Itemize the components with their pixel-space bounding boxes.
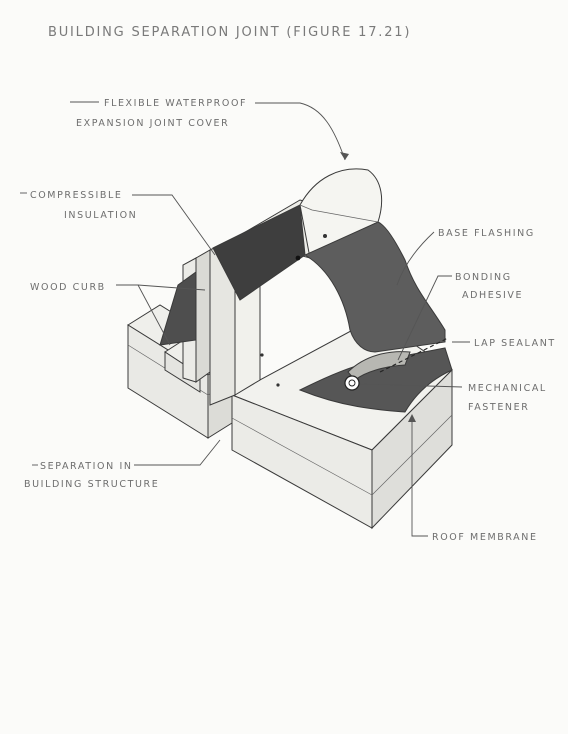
label-flexible-cover: FLEXIBLE WATERPROOF EXPANSION JOINT COVE… — [70, 98, 349, 161]
right-structure-slab — [230, 317, 453, 530]
expansion-joint-cover — [299, 168, 383, 259]
label-wood-curb: WOOD CURB — [30, 282, 206, 346]
roof-membrane — [298, 347, 453, 413]
drawing-title: BUILDING SEPARATION JOINT (FIGURE 17.21) — [48, 25, 411, 40]
label-compressible-insulation: COMPRESSIBLE INSULATION — [20, 190, 216, 256]
label-roof-membrane: ROOF MEMBRANE — [408, 414, 538, 543]
svg-text:SEPARATION IN: SEPARATION IN — [40, 461, 133, 472]
svg-text:INSULATION: INSULATION — [64, 210, 137, 221]
label-base-flashing: BASE FLASHING — [396, 228, 535, 286]
label-separation: SEPARATION IN BUILDING STRUCTURE — [24, 439, 221, 490]
svg-text:BUILDING STRUCTURE: BUILDING STRUCTURE — [24, 479, 159, 490]
label-mechanical-fastener: MECHANICAL FASTENER — [359, 383, 547, 413]
svg-text:LAP SEALANT: LAP SEALANT — [474, 338, 556, 349]
svg-text:BASE FLASHING: BASE FLASHING — [438, 228, 535, 239]
mechanical-fastener — [344, 375, 360, 391]
svg-text:WOOD CURB: WOOD CURB — [30, 282, 106, 293]
svg-text:COMPRESSIBLE: COMPRESSIBLE — [30, 190, 123, 201]
svg-text:MECHANICAL: MECHANICAL — [468, 383, 547, 394]
base-flashing — [303, 221, 446, 353]
label-bonding-adhesive: BONDING ADHESIVE — [397, 272, 523, 361]
lap-sealant-line — [379, 337, 449, 373]
label-lap-sealant: LAP SEALANT — [452, 338, 556, 349]
svg-text:BONDING: BONDING — [455, 272, 512, 283]
svg-text:EXPANSION JOINT COVER: EXPANSION JOINT COVER — [76, 118, 229, 129]
svg-text:FLEXIBLE WATERPROOF: FLEXIBLE WATERPROOF — [104, 98, 247, 109]
svg-text:ADHESIVE: ADHESIVE — [462, 290, 523, 301]
svg-text:ROOF MEMBRANE: ROOF MEMBRANE — [432, 532, 538, 543]
svg-text:FASTENER: FASTENER — [468, 402, 529, 413]
